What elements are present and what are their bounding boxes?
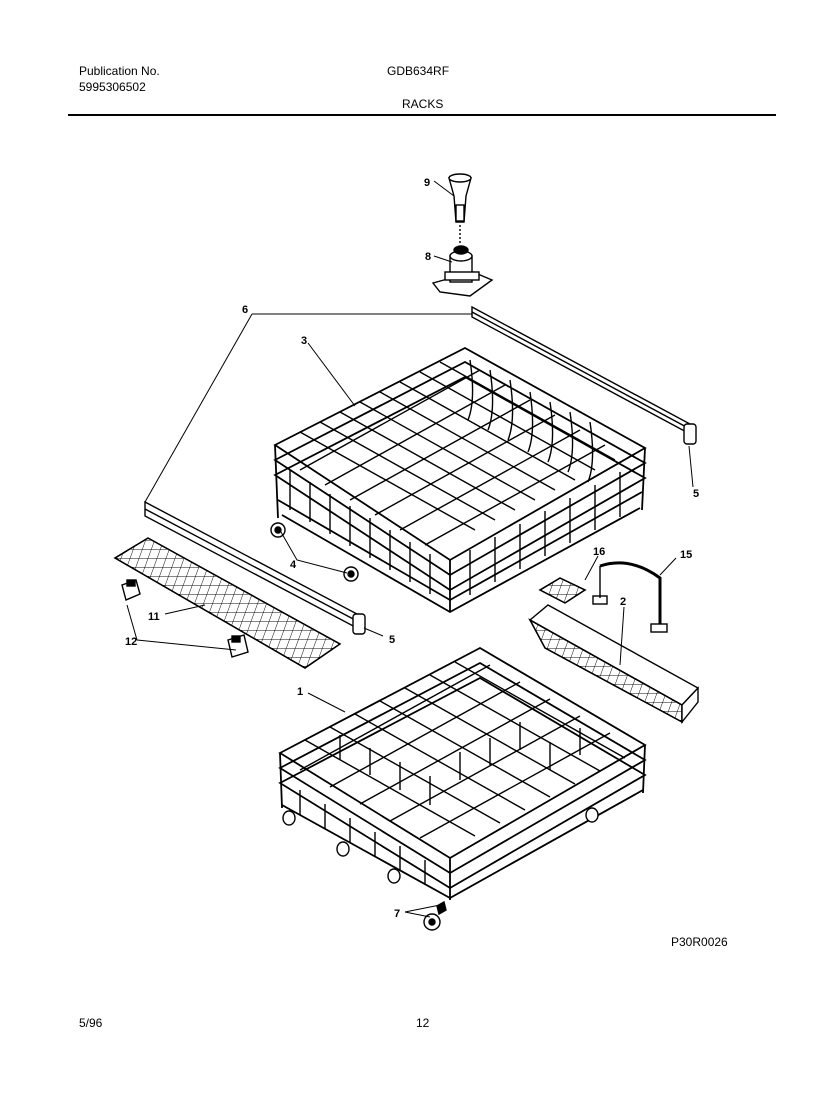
- part-15-basket-handle: [592, 561, 668, 633]
- leader-lines: [126, 180, 694, 918]
- part-8-spray-mount: [431, 245, 494, 297]
- part-5-rail-right: [471, 305, 697, 445]
- callout-12: 12: [125, 636, 137, 648]
- section-title: RACKS: [402, 97, 444, 111]
- callout-2: 2: [620, 596, 626, 608]
- publication-number: 5995306502: [79, 80, 146, 94]
- callout-3: 3: [301, 335, 307, 347]
- part-9-spray-tube: [448, 173, 472, 244]
- part-6-rail-left: [144, 500, 366, 635]
- page-number: 12: [416, 1016, 430, 1030]
- callout-7: 7: [394, 908, 400, 920]
- model-number: GDB634RF: [387, 64, 450, 78]
- callout-1: 1: [297, 686, 303, 698]
- part-11-rack-track: [113, 537, 342, 669]
- figure-code: P30R0026: [671, 935, 728, 949]
- callout-15: 15: [680, 549, 692, 561]
- callout-5-right: 5: [693, 488, 699, 500]
- part-16-basket-cover: [538, 577, 587, 604]
- part-4-rollers: [270, 522, 359, 582]
- publication-date: 5/96: [79, 1016, 103, 1030]
- callout-4: 4: [290, 559, 297, 571]
- callout-11: 11: [148, 611, 160, 623]
- callout-6: 6: [242, 304, 248, 316]
- publication-label: Publication No.: [79, 64, 160, 78]
- part-2-silverware-basket: [528, 604, 700, 724]
- callout-labels: 9 8 6 3 5 4 16 15 2 11 5 12 1 7: [125, 177, 699, 920]
- lower-rack-wheels: [282, 807, 599, 884]
- callout-8: 8: [425, 251, 431, 263]
- part-7-wheel: [423, 900, 447, 931]
- part-3-upper-rack: [273, 346, 647, 614]
- callout-16: 16: [593, 546, 605, 558]
- callout-5-left: 5: [389, 634, 395, 646]
- part-12-clips: [121, 579, 249, 658]
- part-1-lower-rack: [278, 646, 647, 900]
- callout-9: 9: [424, 177, 430, 189]
- header-divider: [68, 114, 776, 116]
